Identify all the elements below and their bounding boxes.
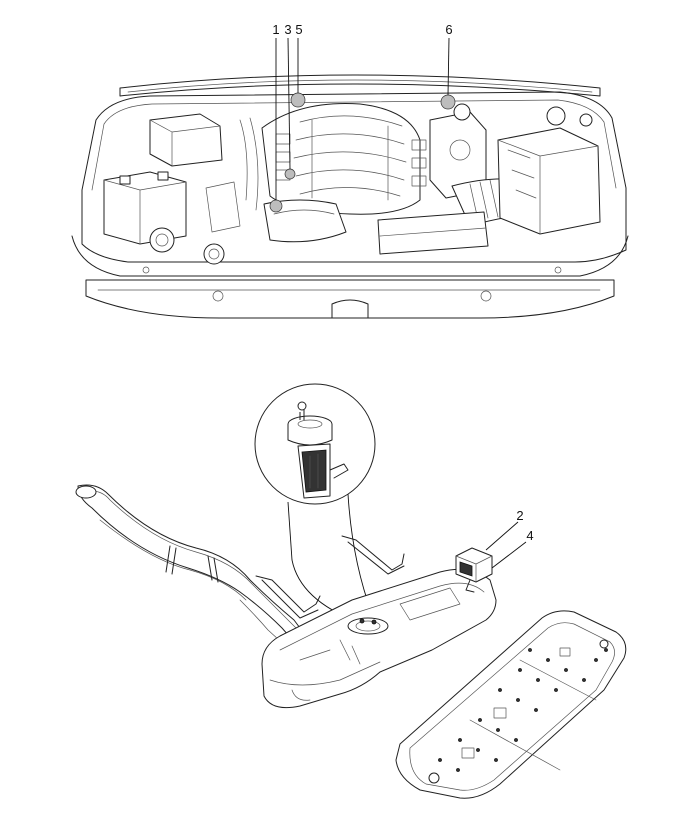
fuel-filler-pipe bbox=[77, 484, 307, 645]
engine-callout-leaders bbox=[275, 37, 450, 200]
callout-3: 3 bbox=[284, 22, 291, 37]
fuel-tank bbox=[261, 568, 497, 709]
tank-strap-1 bbox=[255, 575, 321, 613]
callout-6: 6 bbox=[445, 22, 452, 37]
tank-strap-2 bbox=[341, 535, 405, 571]
callout-1: 1 bbox=[272, 22, 279, 37]
fuel-callout-leaders bbox=[485, 521, 527, 569]
callout-2: 2 bbox=[516, 508, 523, 523]
callout-marker-5 bbox=[290, 92, 306, 108]
callout-marker-6 bbox=[440, 94, 456, 110]
pump-flange bbox=[347, 617, 389, 635]
engine-bay-illustration bbox=[71, 74, 629, 319]
tank-protector-plate bbox=[395, 610, 627, 799]
callout-4: 4 bbox=[526, 528, 533, 543]
callout-5: 5 bbox=[295, 22, 302, 37]
callout-marker-3 bbox=[284, 168, 296, 180]
fuel-system-illustration bbox=[75, 383, 627, 799]
callout-marker-1 bbox=[269, 199, 283, 213]
fuel-pump-module bbox=[287, 401, 349, 499]
